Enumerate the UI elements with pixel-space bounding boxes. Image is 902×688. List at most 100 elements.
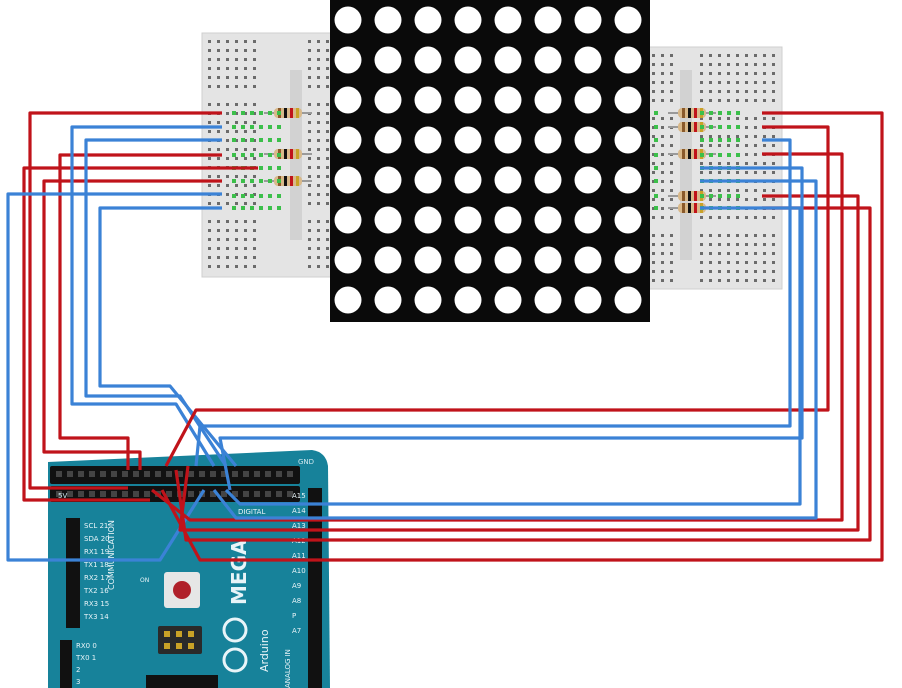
breadboard-hole [670, 234, 673, 237]
breadboard-hole [754, 162, 757, 165]
breadboard-hole [661, 117, 664, 120]
breadboard-hole [736, 243, 739, 246]
breadboard-hole [700, 252, 703, 255]
breadboard-hole [317, 175, 320, 178]
breadboard-hole [700, 90, 703, 93]
led-dot [374, 86, 402, 114]
breadboard-hole [745, 234, 748, 237]
breadboard-hole [652, 81, 655, 84]
breadboard-hole [217, 121, 220, 124]
breadboard-hole [736, 117, 739, 120]
breadboard-hole [670, 144, 673, 147]
breadboard-hole [235, 256, 238, 259]
led-dot [414, 6, 442, 34]
breadboard-hole [718, 216, 721, 219]
breadboard-hole [244, 202, 247, 205]
breadboard-hole [661, 99, 664, 102]
resistor-group [264, 108, 716, 213]
breadboard-hole [235, 139, 238, 142]
breadboard-hole [308, 247, 311, 250]
breadboard-hole [661, 153, 664, 156]
breadboard-hole [317, 40, 320, 43]
breadboard-hole [217, 220, 220, 223]
breadboard-hole [244, 256, 247, 259]
led-matrix-body [330, 0, 650, 322]
analog-pin-label: A10 [292, 567, 306, 575]
breadboard-hole [763, 135, 766, 138]
breadboard-hole [244, 175, 247, 178]
breadboard-hole [745, 189, 748, 192]
breadboard-hole [754, 198, 757, 201]
analog-pin-label: A9 [292, 582, 301, 590]
breadboard-hole [208, 265, 211, 268]
breadboard-hole [661, 126, 664, 129]
digital-pin-label: TX0 1 [75, 654, 96, 662]
breadboard-hole [317, 121, 320, 124]
breadboard-hole [727, 252, 730, 255]
breadboard-hole [727, 144, 730, 147]
breadboard-hole [763, 171, 766, 174]
breadboard-hole [745, 144, 748, 147]
led-dot [614, 86, 642, 114]
red-wire [58, 153, 222, 470]
breadboard-hole [709, 252, 712, 255]
breadboard-hole [326, 193, 329, 196]
breadboard-hole [253, 121, 256, 124]
breadboard-hole [652, 63, 655, 66]
breadboard-hole [700, 162, 703, 165]
header-row-bottom [50, 486, 300, 502]
led-dot [614, 246, 642, 274]
breadboard-hole [217, 238, 220, 241]
breadboard-hole [772, 81, 775, 84]
breadboard-hole [661, 279, 664, 282]
breadboard-hole [226, 103, 229, 106]
breadboard-hole [253, 148, 256, 151]
breadboard-hole [745, 261, 748, 264]
comm-header [66, 518, 80, 628]
breadboard-hole [217, 175, 220, 178]
breadboard-hole [727, 117, 730, 120]
breadboard-hole [308, 121, 311, 124]
breadboard-hole [709, 99, 712, 102]
led-dot [534, 86, 562, 114]
breadboard-hole [253, 49, 256, 52]
breadboard-hole [661, 207, 664, 210]
breadboard-hole [718, 90, 721, 93]
breadboard-hole [308, 175, 311, 178]
breadboard-hole [326, 238, 329, 241]
breadboard-hole [308, 166, 311, 169]
breadboard-hole [727, 270, 730, 273]
breadboard-hole [244, 103, 247, 106]
breadboard-hole [326, 256, 329, 259]
breadboard-hole [235, 112, 238, 115]
breadboard-hole [736, 252, 739, 255]
breadboard-hole [326, 40, 329, 43]
reset-button-cap[interactable] [173, 581, 191, 599]
red-wire [28, 111, 222, 490]
breadboard-hole [208, 157, 211, 160]
breadboard-hole [652, 180, 655, 183]
breadboard-hole [244, 247, 247, 250]
breadboard-hole [244, 130, 247, 133]
breadboard-hole [661, 135, 664, 138]
breadboard-hole [661, 189, 664, 192]
breadboard-hole [244, 49, 247, 52]
breadboard-hole [709, 135, 712, 138]
breadboard-hole [754, 189, 757, 192]
led-dot [374, 126, 402, 154]
breadboard-hole [763, 216, 766, 219]
breadboard-hole [763, 198, 766, 201]
breadboard-hole [652, 162, 655, 165]
breadboard-hole [745, 270, 748, 273]
breadboard-hole [670, 189, 673, 192]
led-dot [614, 46, 642, 74]
led-dot [454, 86, 482, 114]
breadboard-hole [308, 67, 311, 70]
breadboard-hole [226, 157, 229, 160]
breadboard-hole [317, 58, 320, 61]
led-dot [454, 286, 482, 314]
breadboard-hole [745, 72, 748, 75]
comm-pin-label: TX2 16 [83, 587, 109, 595]
breadboard-hole [745, 126, 748, 129]
breadboard-hole [727, 63, 730, 66]
